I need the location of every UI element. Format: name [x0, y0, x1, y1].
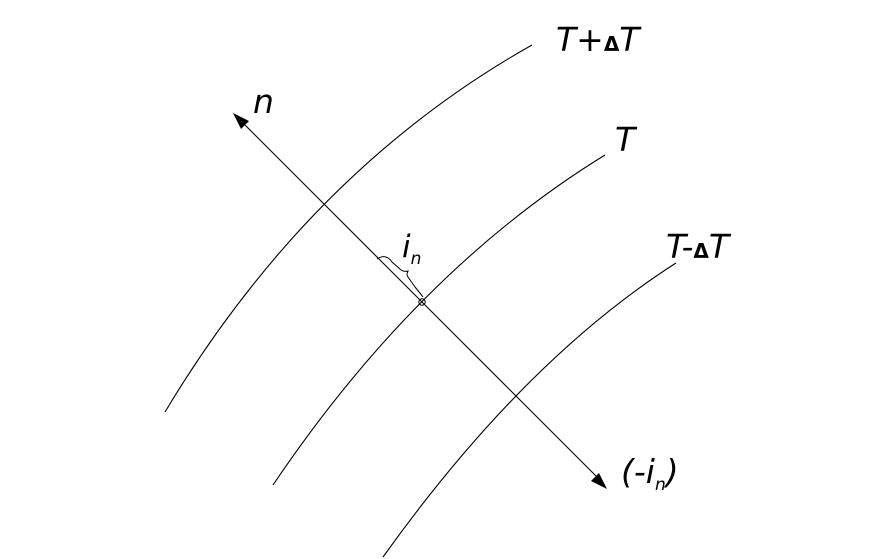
intersection-point — [418, 298, 426, 306]
negative-vector-label: (-in) — [621, 452, 679, 495]
isotherm-middle-curve — [272, 154, 606, 486]
isotherm-upper-label: T+ΔT — [556, 20, 642, 59]
normal-arrowhead — [233, 113, 249, 129]
unit-length-brace — [376, 256, 424, 298]
isotherm-lower-label: T-ΔT — [666, 227, 732, 266]
isotherm-upper-curve — [164, 44, 533, 413]
isotherm-middle-label: T — [615, 120, 638, 159]
unit-vector-label: in — [402, 229, 421, 269]
normal-axis-line — [242, 122, 599, 479]
negative-arrowhead — [591, 473, 607, 489]
normal-axis-label: n — [253, 82, 274, 121]
isotherm-lower-curve — [382, 262, 677, 558]
intersection-point-center — [421, 301, 423, 303]
